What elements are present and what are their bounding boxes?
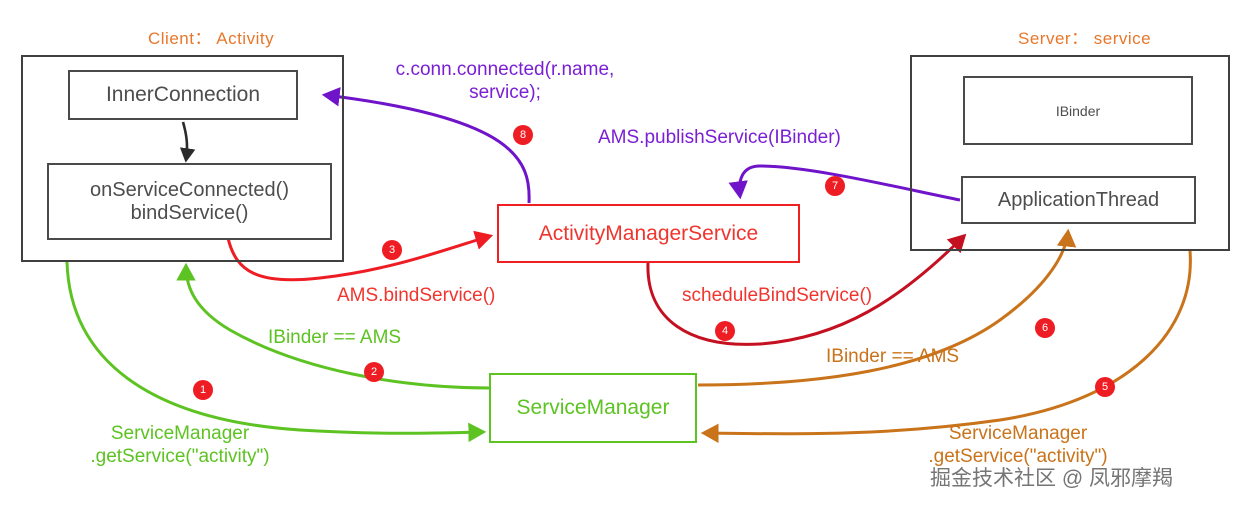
client-activity-container (21, 55, 344, 262)
node-service-manager[interactable]: ServiceManager (489, 373, 697, 443)
node-ibinder-label: IBinder (1055, 102, 1101, 119)
label-getservice-right-line1: ServiceManager (948, 423, 1088, 444)
step-badge-7: 7 (825, 176, 845, 196)
node-onserviceconnected-label: onServiceConnected() (90, 178, 289, 201)
node-bindservice-label: bindService() (130, 201, 249, 224)
node-application-thread-label: ApplicationThread (997, 188, 1160, 211)
arrow-1-getservice-to-servicemanager (65, 261, 487, 443)
label-conn-connected-line1: c.conn.connected(r.name, (395, 59, 615, 80)
label-ams-bindservice: AMS.bindService() (337, 285, 496, 306)
label-publish-service: AMS.publishService(IBinder) (598, 127, 841, 148)
node-inner-connection[interactable]: InnerConnection (68, 70, 298, 120)
server-service-container (910, 55, 1230, 251)
label-getservice-left: ServiceManager .getService("activity") (50, 422, 310, 468)
step-badge-4: 4 (715, 321, 735, 341)
step-badge-2: 2 (364, 362, 384, 382)
label-getservice-right: ServiceManager .getService("activity") (888, 422, 1148, 468)
node-onserviceconnected-bindservice[interactable]: onServiceConnected() bindService() (47, 163, 332, 240)
node-ibinder[interactable]: IBinder (963, 76, 1193, 145)
client-group-title: Client： Activity (148, 29, 275, 48)
arrow-5-getservice-to-servicemanager (700, 250, 1192, 443)
arrow-8-ams-to-innerconnection (321, 87, 531, 204)
step-badge-6: 6 (1035, 318, 1055, 338)
label-getservice-left-line2: .getService("activity") (90, 446, 270, 468)
watermark: 掘金技术社区 @ 凤邪摩羯 (930, 467, 1173, 490)
node-activity-manager-service[interactable]: ActivityManagerService (497, 204, 800, 263)
node-application-thread[interactable]: ApplicationThread (961, 176, 1196, 224)
label-ibinder-equals-ams-left: IBinder == AMS (268, 327, 402, 348)
node-service-manager-label: ServiceManager (516, 396, 670, 419)
step-badge-5: 5 (1095, 377, 1115, 397)
arrow-3-bindservice-to-ams (226, 230, 494, 282)
label-conn-connected: c.conn.connected(r.name, service); (360, 58, 650, 104)
label-ibinder-equals-ams-right: IBinder == AMS (826, 346, 960, 367)
label-schedule-bindservice: scheduleBindService() (682, 285, 873, 306)
arrow-7-publishservice-to-ams (728, 164, 961, 202)
step-badge-3: 3 (382, 240, 402, 260)
label-getservice-right-line2: .getService("activity") (928, 446, 1108, 468)
arrow-6-servicemanager-ibinder-to-applicationthread (697, 228, 1077, 387)
step-badge-1: 1 (193, 380, 213, 400)
step-badge-8: 8 (513, 125, 533, 145)
label-getservice-left-line1: ServiceManager (110, 423, 250, 444)
arrow-2-servicemanager-ibinder-to-activity (176, 262, 491, 390)
arrow-innerconnection-to-onserviceconnected (179, 121, 196, 163)
arrow-4-schedulebindservice-to-applicationthread (646, 233, 967, 346)
node-inner-connection-label: InnerConnection (105, 83, 261, 106)
label-conn-connected-line2: service); (469, 82, 541, 104)
server-group-title: Server： service (1018, 29, 1152, 48)
node-ams-label: ActivityManagerService (538, 221, 759, 245)
